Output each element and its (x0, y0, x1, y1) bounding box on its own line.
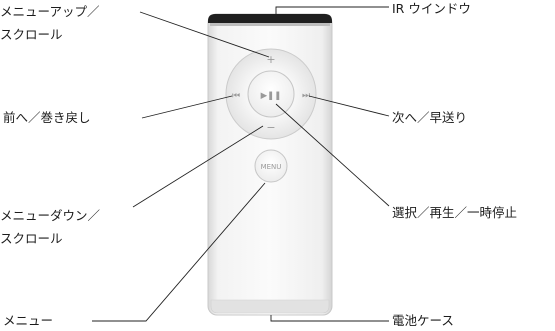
next-icon: ⏭ (302, 91, 310, 101)
leader-lines (92, 6, 390, 322)
label-menu-up-line1: メニューアップ／ (0, 4, 100, 19)
menu-button-label: MENU (261, 163, 282, 171)
play-pause-icon: ▶❚❚ (261, 91, 282, 101)
battery-case (210, 299, 330, 314)
ir-window (208, 14, 332, 23)
label-menu-up-line2: スクロール (0, 27, 63, 42)
leader-prev (141, 95, 233, 119)
leader-menu-down (132, 125, 264, 208)
label-next-fastforward: 次へ／早送り (392, 110, 468, 125)
leader-select (275, 103, 390, 207)
label-menu: メニュー (3, 313, 54, 328)
label-select-play-pause: 選択／再生／一時停止 (392, 205, 518, 220)
center-button[interactable] (247, 70, 295, 118)
label-battery-case: 電池ケース (392, 313, 454, 328)
leader-battery (270, 315, 389, 322)
leader-ir-window (275, 6, 389, 14)
leader-next (308, 95, 390, 117)
menu-button[interactable] (254, 149, 288, 183)
prev-icon: ⏮ (232, 91, 240, 101)
minus-glyph: − (266, 121, 275, 134)
label-ir-window: IR ウインドウ (392, 1, 471, 16)
label-menu-down-line1: メニューダウン／ (0, 208, 101, 223)
leader-menu-up (139, 11, 270, 58)
plus-glyph: + (266, 53, 275, 66)
leader-menu (92, 182, 266, 322)
label-menu-down-line2: スクロール (0, 231, 63, 246)
label-prev-rewind: 前へ／巻き戻し (3, 110, 91, 125)
